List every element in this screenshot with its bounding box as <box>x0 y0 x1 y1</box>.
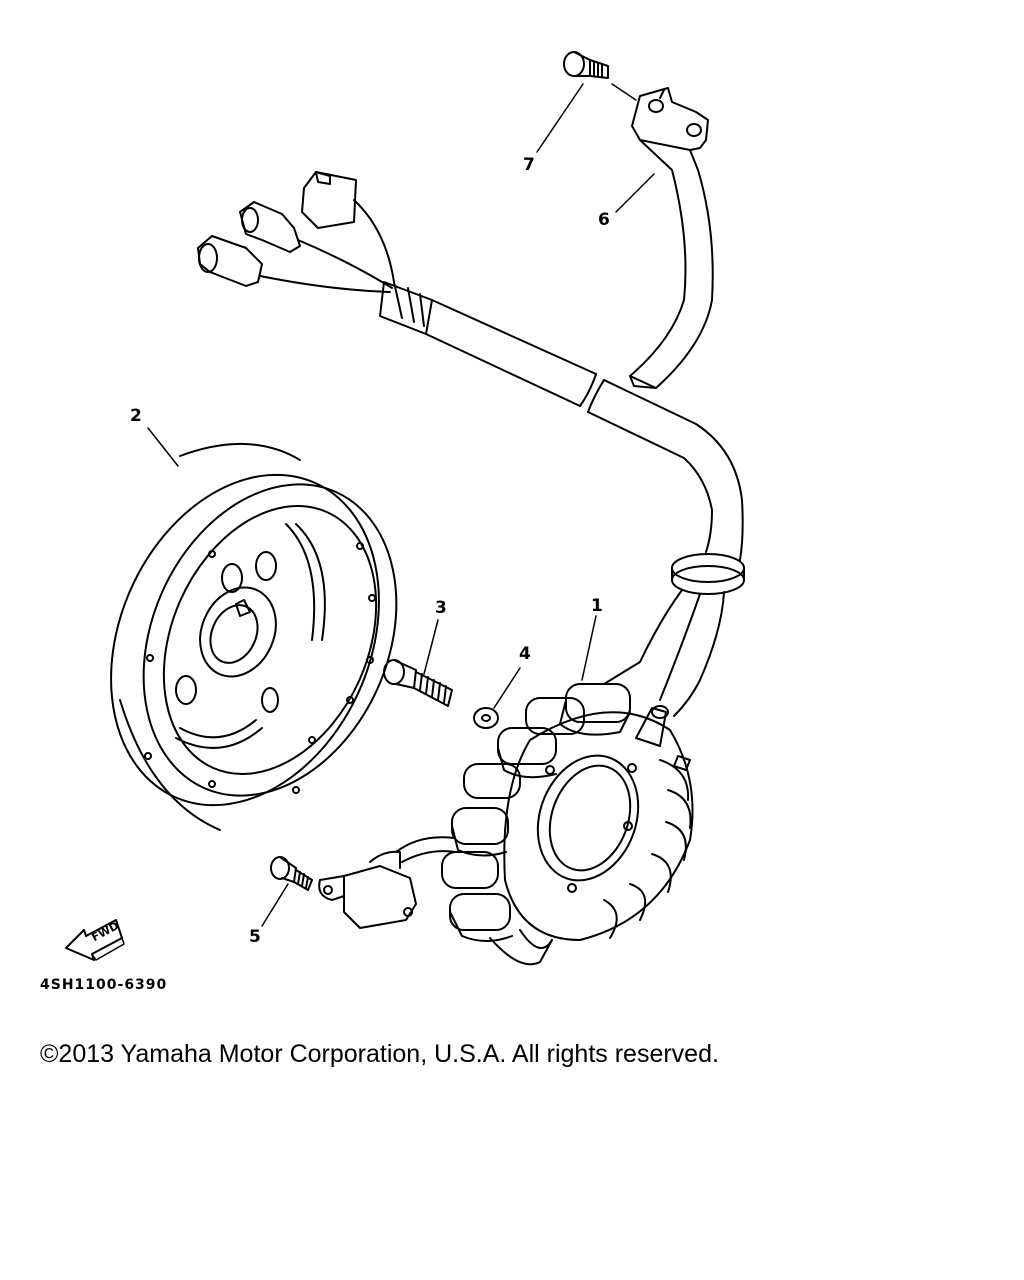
leader-line-1 <box>581 615 597 681</box>
leader-line-7b <box>611 83 637 101</box>
callout-1: 1 <box>591 596 603 616</box>
bracket-part-6 <box>629 87 714 389</box>
callout-2: 2 <box>130 406 142 426</box>
fwd-direction-arrow <box>65 919 125 961</box>
stator-part-1 <box>441 683 694 966</box>
rotor-part-2 <box>110 443 398 831</box>
leader-line-5 <box>261 883 289 927</box>
pickup-coil <box>318 836 457 929</box>
leader-line-4 <box>493 667 521 709</box>
bolt-part-3 <box>383 659 453 707</box>
callout-5: 5 <box>249 927 261 947</box>
leader-line-3 <box>423 619 439 675</box>
leader-line-7 <box>536 83 584 153</box>
bolt-part-7 <box>563 51 609 79</box>
bolt-part-5 <box>270 856 313 891</box>
leader-line-2 <box>147 427 179 467</box>
leader-line-6 <box>615 173 655 213</box>
callout-7: 7 <box>523 155 535 175</box>
diagram-code: 4SH1100-6390 <box>40 977 168 993</box>
copyright-notice: ©2013 Yamaha Motor Corporation, U.S.A. A… <box>40 1040 719 1068</box>
washer-part-4 <box>473 707 499 729</box>
callout-6: 6 <box>598 210 610 230</box>
callout-3: 3 <box>435 598 447 618</box>
callout-4: 4 <box>519 644 531 664</box>
wire-harness <box>197 171 745 717</box>
exploded-parts-diagram <box>65 51 745 966</box>
